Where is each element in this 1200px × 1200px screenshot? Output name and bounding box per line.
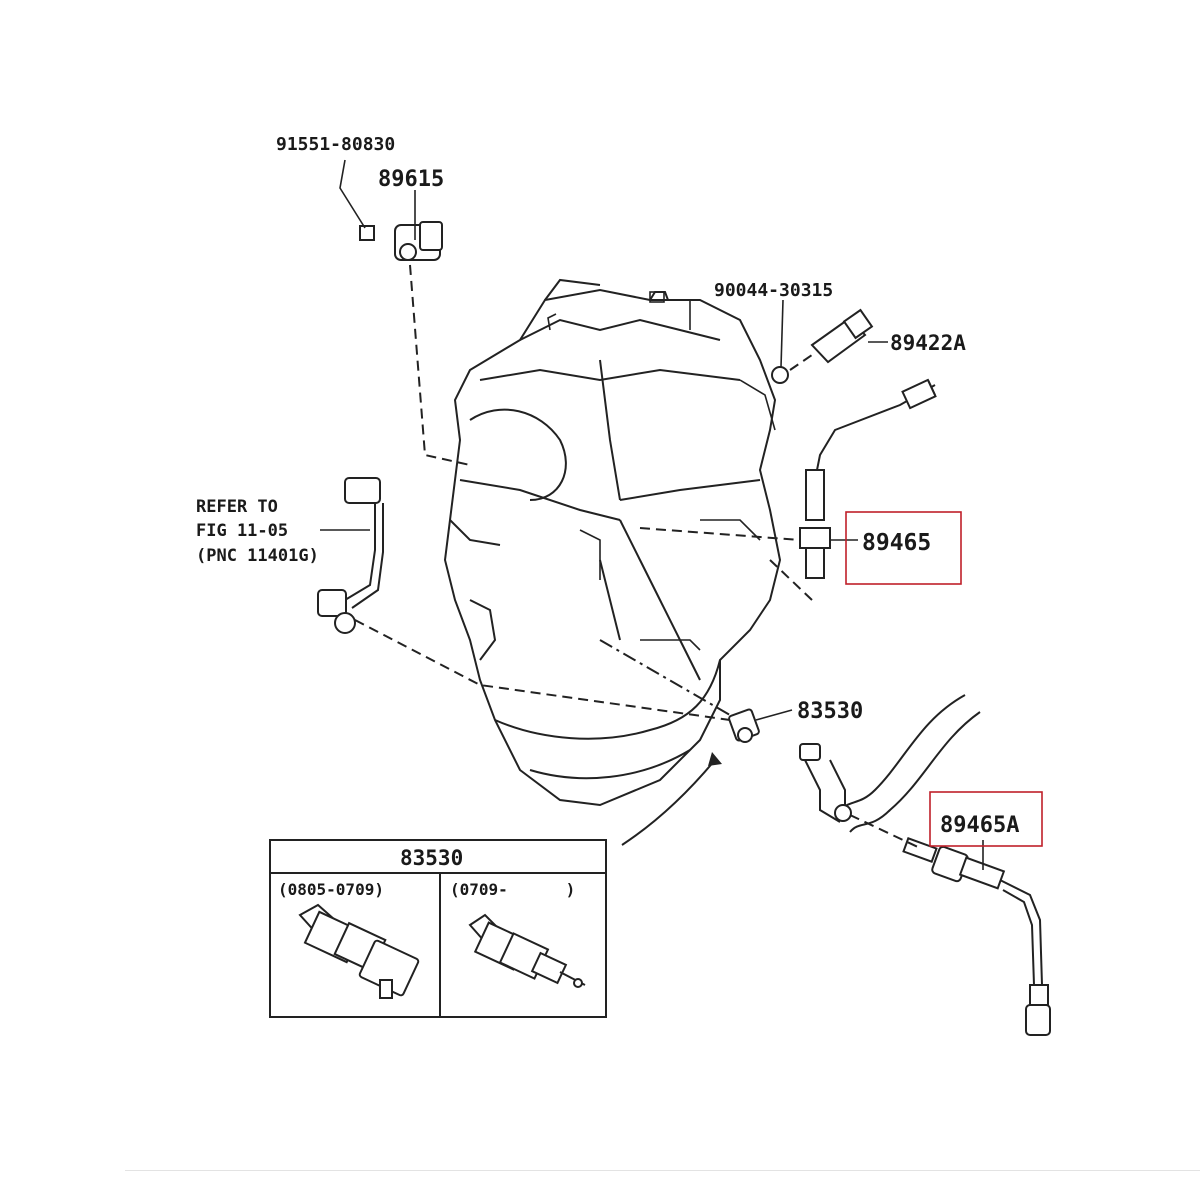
leader-89465-bottom (769, 559, 813, 601)
detail-box-left-range: (0805-0709) (278, 880, 384, 899)
label-89465: 89465 (862, 530, 931, 556)
detail-box-title: 83530 (400, 846, 463, 870)
switch-83530-part (728, 708, 760, 743)
refer-note-line2: FIG 11-05 (196, 521, 288, 541)
exhaust-pipe (799, 694, 981, 833)
refer-note-line3: (PNC 11401G) (196, 546, 319, 566)
leader-crank-dash (354, 619, 731, 721)
crank-sensor-part (317, 477, 384, 634)
flow-arrow-head (708, 752, 722, 766)
sensor-89422A-part (771, 308, 874, 384)
label-90044-30315: 90044-30315 (714, 280, 833, 301)
label-89422A: 89422A (890, 331, 966, 355)
leader-90044 (780, 299, 784, 368)
switch-variant-right (468, 913, 586, 988)
label-83530: 83530 (797, 699, 863, 724)
leader-89422A-dash (789, 354, 813, 371)
leader-89465A-dash (849, 814, 921, 849)
detail-box-right-range: (0709- ) (450, 880, 575, 899)
switch-variant-left (298, 903, 420, 999)
highlight-89465A (929, 791, 1043, 847)
highlight-89465 (845, 511, 962, 585)
detail-box-83530: 83530 (0805-0709) (0709- ) (269, 839, 607, 1018)
leader-83530-dash (599, 639, 731, 716)
leader-89615 (409, 264, 471, 466)
flow-arrow (621, 759, 716, 846)
label-91551-80830: 91551-80830 (276, 134, 395, 155)
sensor-89615-part (359, 221, 443, 261)
label-89465A: 89465A (940, 813, 1019, 838)
engine-block (443, 278, 782, 807)
label-89615: 89615 (378, 167, 444, 192)
refer-note-line1: REFER TO (196, 497, 278, 517)
leader-83530 (755, 709, 793, 721)
sensor-89465-part (799, 378, 937, 579)
leader-89465-dash (639, 527, 801, 541)
bottom-divider (125, 1170, 1200, 1171)
leader-91551 (339, 159, 366, 229)
sensor-89465A-part (902, 837, 1051, 1036)
